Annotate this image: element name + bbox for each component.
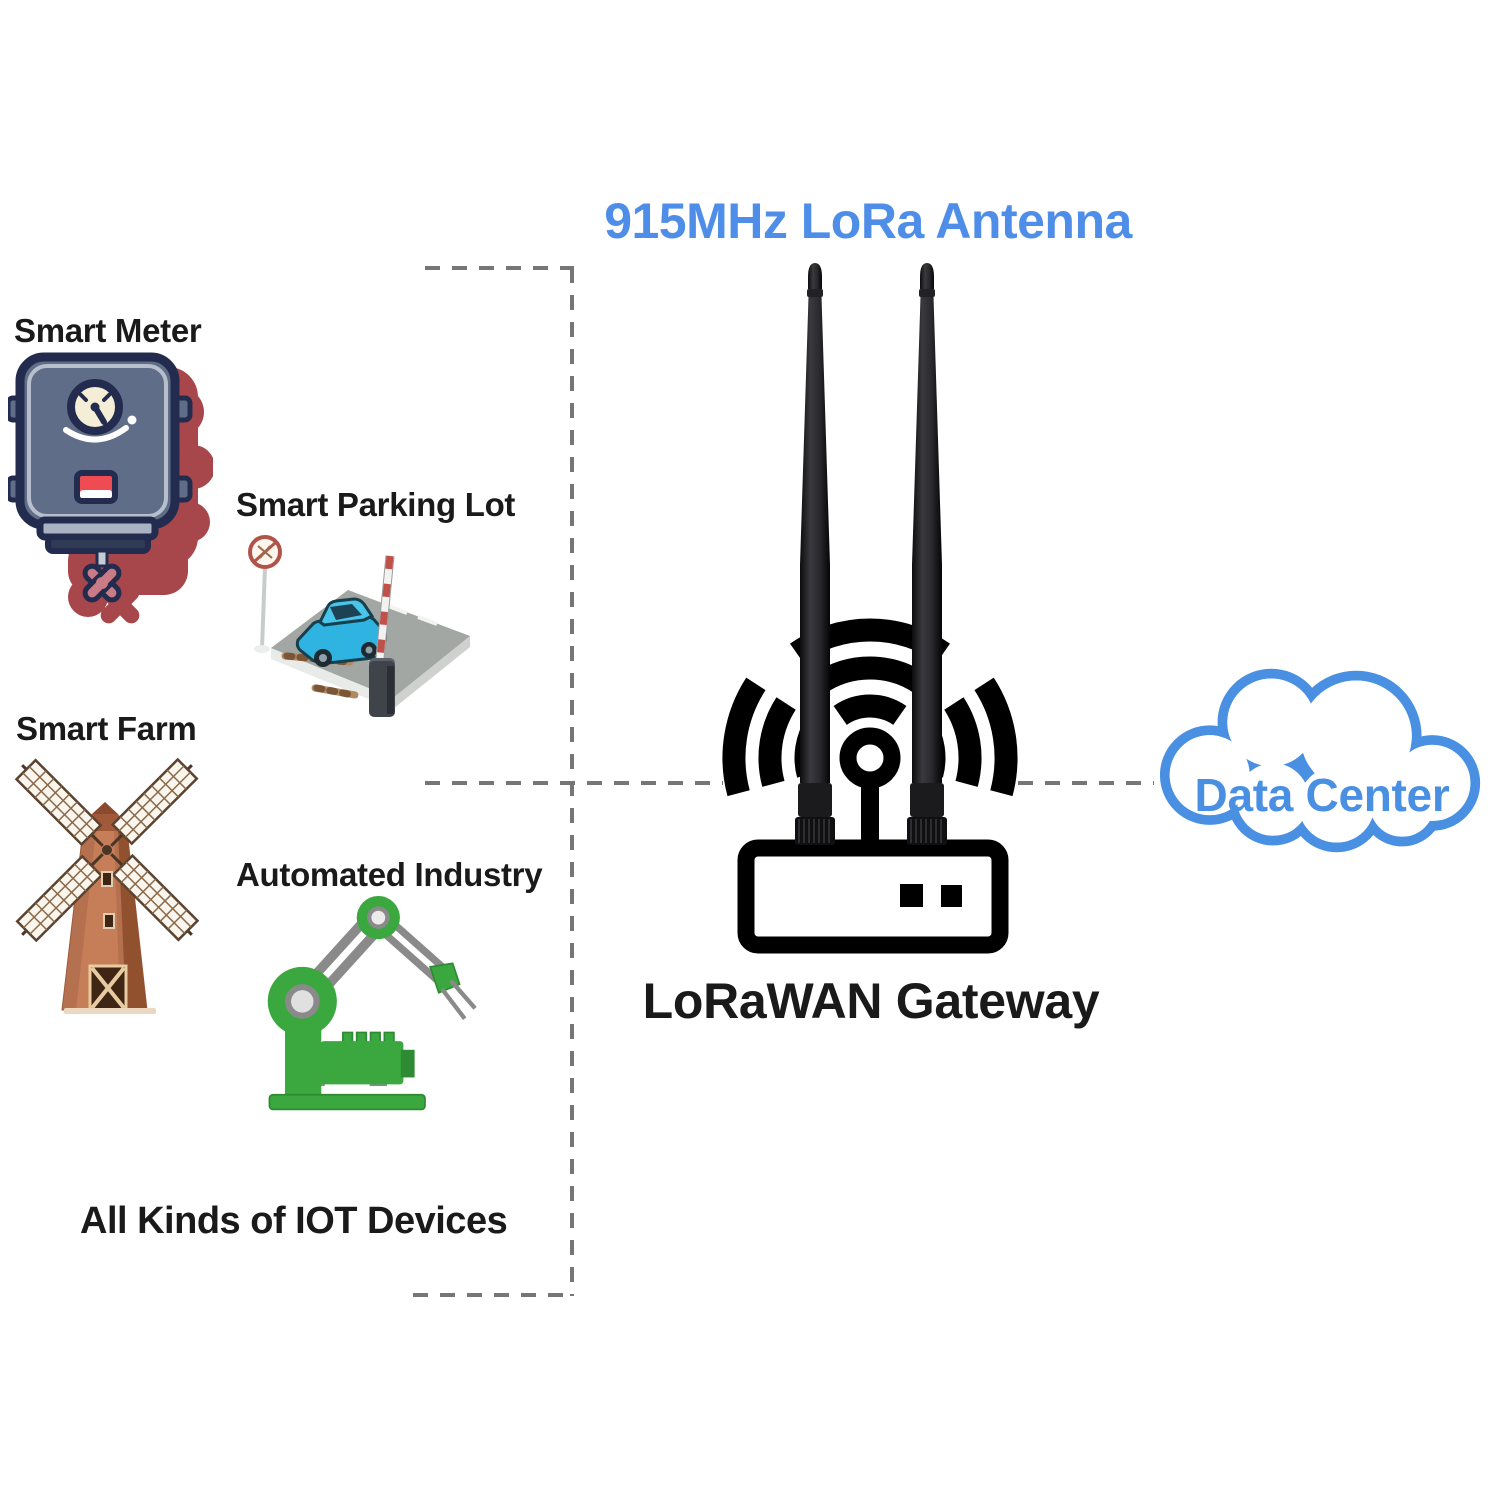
device-label-smart-parking-lot: Smart Parking Lot (236, 486, 516, 523)
parking-lot-icon (248, 535, 470, 717)
robot-arm-icon (267, 896, 477, 1111)
lora-antenna-right-icon (907, 263, 947, 845)
devices-caption: All Kinds of IOT Devices (80, 1200, 508, 1242)
page-title: 915MHz LoRa Antenna (604, 193, 1132, 249)
data-center-label: Data Center (1194, 769, 1450, 821)
broadcast-hub (839, 727, 901, 789)
dashed-connector-middle-right (1018, 781, 1154, 785)
device-label-smart-farm: Smart Farm (16, 710, 197, 747)
smart-meter-icon (8, 352, 213, 624)
dashed-connector-bottom (413, 1293, 574, 1297)
device-label-automated-industry: Automated Industry (236, 856, 543, 893)
gateway-label: LoRaWAN Gateway (642, 973, 1100, 1029)
dashed-connector-middle-left (425, 781, 723, 785)
lorawan-gateway-graphic (722, 263, 1018, 954)
parking-sign (248, 535, 282, 653)
data-center-cloud-icon (1159, 668, 1481, 853)
windmill-icon (14, 757, 200, 1014)
lora-antenna-left-icon (795, 263, 835, 845)
router-icon (737, 839, 1009, 954)
dashed-connector-top (425, 266, 574, 270)
broadcast-stem (861, 779, 879, 853)
barrier-gate (369, 555, 395, 717)
device-label-smart-meter: Smart Meter (14, 312, 202, 349)
windmill-blades (14, 757, 200, 943)
